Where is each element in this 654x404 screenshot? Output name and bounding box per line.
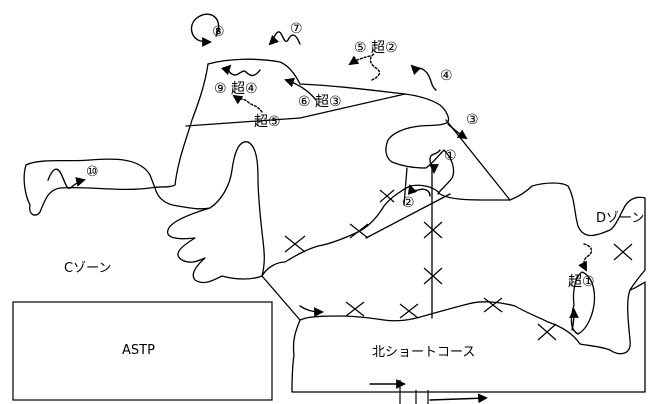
- route-9-squiggle: [220, 64, 261, 77]
- course-outline: [23, 63, 646, 291]
- bottom-ticks: [399, 380, 429, 404]
- route-super1-dotted: [578, 243, 593, 272]
- zone-d-label: Dゾーン: [596, 211, 644, 226]
- closure-marks: [284, 189, 633, 341]
- marker-3: ③: [466, 112, 479, 128]
- path-to-short-course: [365, 193, 451, 239]
- route-7-squiggle: [268, 31, 301, 46]
- marker-7: ⑦: [290, 21, 303, 37]
- marker-1: ①: [444, 148, 457, 164]
- path-vertical-short: [403, 167, 408, 206]
- path-upper-diagonal: [299, 93, 406, 119]
- short-course-label: 北ショートコース: [372, 345, 475, 360]
- route-1-squiggle: [429, 149, 441, 174]
- route-10-squiggle: [47, 168, 86, 189]
- marker-9-super-4: ⑨ 超④: [214, 81, 258, 97]
- marker-super-5: 超⑤: [254, 114, 281, 130]
- path-upper-cross: [185, 117, 301, 127]
- c-zone-lobe: [209, 141, 265, 277]
- route-super1-up: [569, 308, 579, 331]
- marker-5-super-2: ⑤ 超②: [354, 40, 398, 56]
- upper-area-outline: [207, 58, 455, 195]
- route-5-dotted: [350, 53, 381, 81]
- marker-4: ④: [440, 68, 453, 84]
- short-course-outline: [291, 281, 646, 393]
- marker-super-1: 超①: [568, 274, 595, 290]
- route-8-loop: [190, 13, 220, 47]
- marker-2: ②: [402, 195, 415, 211]
- bottom-arrow-2: [429, 393, 488, 404]
- marker-10: ⑩: [86, 164, 99, 180]
- zone-c-label: Cゾーン: [64, 261, 111, 276]
- route-super5-dotted: [232, 94, 263, 113]
- route-4-squiggle: [410, 64, 437, 91]
- route-start-arrow: [299, 305, 324, 317]
- route-6-arrow: [284, 77, 317, 101]
- route-3-squiggle: [447, 123, 468, 140]
- astp-label: ASTP: [122, 343, 155, 358]
- path-south: [261, 275, 301, 321]
- marker-8: ⑧: [212, 24, 225, 40]
- marker-6-super-3: ⑥ 超③: [298, 94, 342, 110]
- path-diagonal-east: [445, 119, 511, 201]
- astp-box: [12, 301, 273, 401]
- route-2-squiggle: [407, 184, 431, 197]
